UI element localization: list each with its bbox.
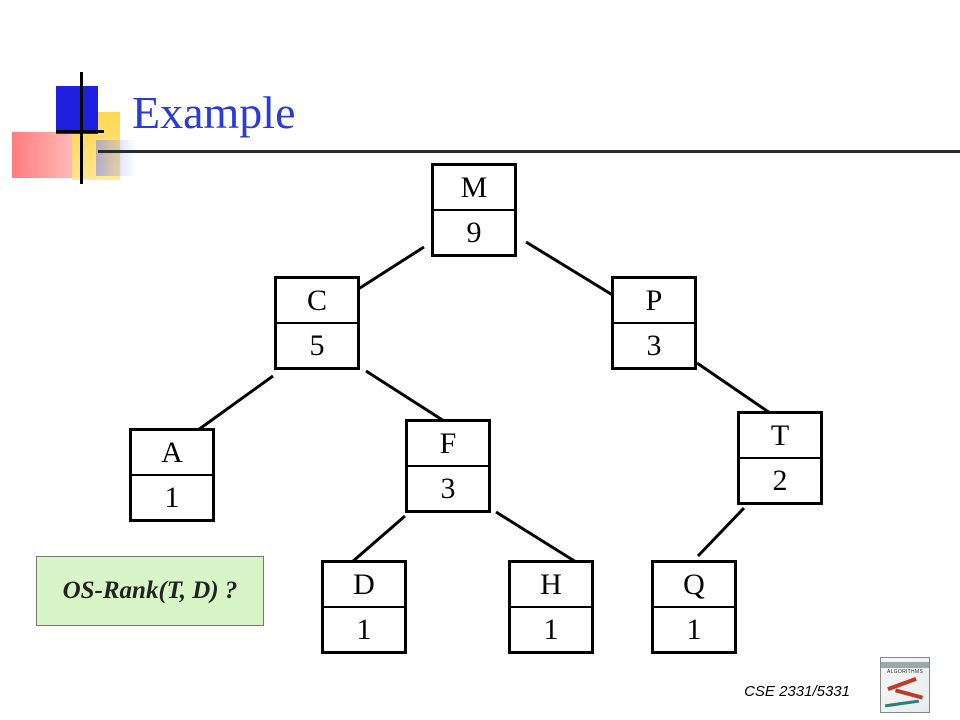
node-size: 2 — [772, 463, 788, 497]
node-size: 3 — [646, 328, 662, 362]
node-key: C — [277, 279, 357, 324]
title-decoration-horizontal-line — [56, 130, 104, 133]
tree-edge-T-Q — [696, 506, 746, 558]
node-size: 3 — [440, 471, 456, 505]
tree-edge-F-D — [351, 514, 406, 564]
tree-edge-C-F — [365, 369, 445, 423]
node-key: F — [408, 422, 488, 467]
slide-title: Example — [132, 87, 296, 138]
footer-course-label: CSE 2331/5331 — [744, 683, 850, 700]
node-size: 1 — [164, 480, 180, 514]
node-key: D — [324, 563, 404, 608]
node-key: T — [740, 414, 820, 459]
tree-node-C: C 5 — [274, 276, 360, 370]
node-size: 5 — [309, 328, 325, 362]
tree-node-F: F 3 — [405, 419, 491, 513]
node-key: P — [614, 279, 694, 324]
book-cover-stroke — [887, 676, 917, 692]
query-box: OS-Rank(T, D) ? — [36, 556, 264, 626]
node-key: Q — [654, 563, 734, 608]
tree-edge-F-H — [495, 510, 577, 564]
title-decoration-fade — [96, 140, 136, 176]
query-text: OS-Rank(T, D) ? — [62, 577, 238, 604]
title-decoration-blue-block — [56, 86, 98, 134]
node-size: 1 — [356, 612, 372, 646]
node-size: 9 — [466, 215, 482, 249]
tree-edge-P-T — [696, 361, 771, 415]
tree-node-D: D 1 — [321, 560, 407, 654]
tree-node-H: H 1 — [508, 560, 594, 654]
tree-node-M: M 9 — [431, 163, 517, 257]
tree-node-Q: Q 1 — [651, 560, 737, 654]
node-key: H — [511, 563, 591, 608]
tree-edge-C-A — [197, 374, 274, 432]
tree-node-P: P 3 — [611, 276, 697, 370]
node-size: 1 — [686, 612, 702, 646]
book-cover-stroke — [894, 688, 924, 700]
book-cover-icon: ALGORITHMS — [880, 657, 930, 713]
node-key: M — [434, 166, 514, 211]
book-cover-stroke — [884, 699, 920, 708]
title-decoration-vertical-line — [80, 72, 83, 184]
node-key: A — [132, 431, 212, 476]
book-cover-band — [881, 662, 929, 668]
tree-node-T: T 2 — [737, 411, 823, 505]
node-size: 1 — [543, 612, 559, 646]
title-underline — [98, 150, 960, 153]
book-cover-text: ALGORITHMS — [886, 669, 924, 675]
tree-node-A: A 1 — [129, 428, 215, 522]
tree-edge-M-P — [525, 240, 625, 304]
